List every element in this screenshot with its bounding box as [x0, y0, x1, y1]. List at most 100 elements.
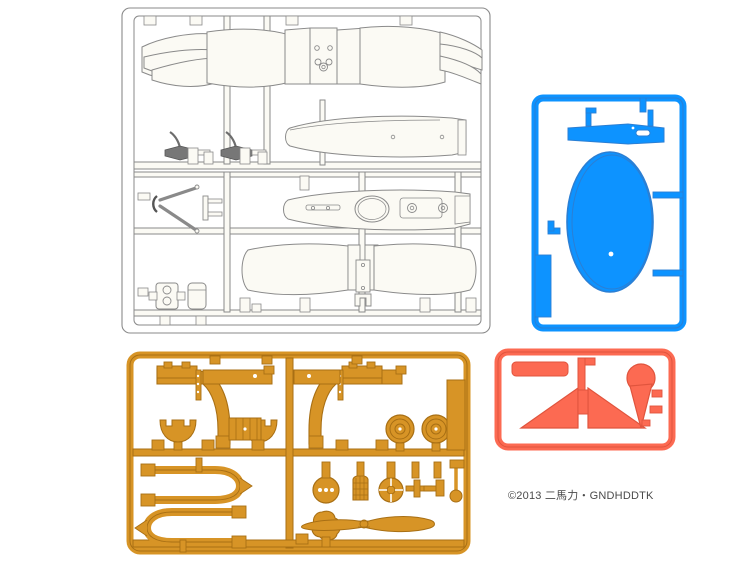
blue-tab-left-2 [547, 220, 555, 232]
gold-runner-horizontal-mid [132, 448, 465, 457]
white-sprue-outer-frame [121, 7, 491, 334]
blue-sprue-frame-outline [534, 97, 684, 329]
mesh-body [352, 474, 369, 501]
gold-beam-left-body [202, 369, 273, 385]
white-tab-10 [137, 287, 149, 297]
axle-a-stem [411, 461, 420, 479]
white-sprue-tabs [137, 15, 477, 326]
propeller-hub [359, 519, 369, 529]
fuselage-lower-port-1-inner [409, 205, 415, 211]
white-tab-16 [419, 297, 431, 313]
propeller-blade-right [359, 516, 435, 533]
cradle-a-stem [173, 441, 183, 451]
wheel-hub-center [386, 485, 396, 495]
u-strut-upper-sprue-tab [195, 457, 203, 473]
fuselage-upper-hole-2 [439, 134, 445, 140]
fuselage-lower-port-2-inner [440, 205, 446, 211]
mount-block-body [309, 27, 338, 85]
fuselage-lower-hole-2 [325, 205, 330, 210]
tailplane-left [519, 386, 579, 429]
sprue-white [121, 7, 491, 334]
blob-stem [321, 536, 331, 548]
fuselage-lower-port-1 [407, 203, 417, 213]
fuselage-upper-tail-tab [457, 119, 467, 156]
curved-bracket-left-nub-2 [181, 361, 191, 369]
spinner-cone-tab-2 [649, 405, 663, 414]
sprue-gold [126, 351, 471, 555]
u-strut-upper-body [152, 466, 245, 504]
oval-disc-inner-edge [571, 154, 653, 290]
white-runner-vertical-4 [358, 171, 366, 313]
white-tab-3 [285, 15, 299, 26]
center-fin-sprue-tab [584, 357, 596, 366]
mesh-stem [356, 461, 365, 477]
landing-gear-bracket [148, 282, 186, 310]
gold-tab-8 [351, 355, 363, 365]
curved-bracket-left [156, 361, 231, 449]
lever-part [449, 459, 465, 503]
gold-tab-9 [295, 533, 309, 545]
gold-beam-left-hole [253, 374, 257, 378]
sprue-blue [531, 94, 687, 332]
gold-beam-right-body [293, 369, 341, 385]
gold-sprue-tabs [151, 355, 389, 545]
white-tab-9 [137, 192, 151, 201]
curved-bracket-left-hole-2 [196, 382, 200, 386]
gold-beam-right-tab [395, 365, 407, 375]
mount-hole-1 [314, 45, 320, 51]
cradle-a-body [159, 419, 197, 443]
v-strut-arm-upper [158, 186, 198, 202]
gear-bracket-tab-right [176, 291, 186, 301]
wing-root-left [206, 28, 291, 88]
mount-hole-4 [325, 58, 333, 66]
gold-tab-1 [151, 439, 165, 451]
u-strut-upper-tip [239, 477, 253, 495]
rounded-bar-part [511, 361, 569, 377]
curved-bracket-left-foot [215, 435, 231, 449]
gold-beam-left [202, 365, 275, 385]
gear-bracket-hole-2 [162, 296, 172, 306]
curved-bracket-right-top [341, 365, 383, 379]
center-wing-mount-block [309, 27, 338, 85]
lower-wing-forked-tab [354, 293, 372, 307]
grille-hole [243, 427, 247, 431]
u-strut-upper [140, 457, 253, 507]
oval-disc-hole-left [599, 295, 605, 301]
v-strut-arm-lower [158, 204, 198, 232]
disc-vent-hole-3 [330, 488, 334, 492]
cradle-part-a [159, 419, 197, 451]
wing-feather-r3 [439, 55, 482, 85]
gold-tab-5 [375, 439, 389, 451]
blue-bar-slot [635, 129, 651, 137]
curved-bracket-left-hole-1 [196, 374, 200, 378]
gold-runner-vertical-center [285, 357, 294, 549]
u-strut-lower [134, 505, 247, 553]
spinner-cone-tab-1 [651, 389, 663, 398]
curved-bracket-left-top [156, 365, 198, 379]
cylinder-part [187, 282, 207, 310]
white-tab-8 [257, 151, 268, 165]
wheel-hub-part [378, 461, 404, 503]
wheel-hub-stem [386, 461, 396, 479]
upper-wing-assembly [141, 27, 311, 88]
cockpit-opening-inner [357, 198, 387, 220]
v-strut-hinge [152, 195, 158, 213]
v-strut-tab-1 [207, 198, 223, 204]
spinner-cone-tab-3 [641, 419, 651, 427]
wing-root-right [359, 25, 446, 88]
mesh-lines-h [353, 482, 368, 496]
lever-stem [449, 459, 465, 469]
blue-runner-left-block [534, 254, 552, 318]
fuselage-upper-panel-line [289, 119, 441, 131]
wheel-part-a [385, 414, 415, 452]
white-runner-horizontal-1 [133, 161, 482, 170]
gold-sprue-frame-outline [129, 354, 468, 552]
wheel-b-axle-hole [434, 427, 438, 431]
fuselage-upper-hole-1 [390, 134, 396, 140]
gold-beam-right [293, 365, 407, 385]
v-strut-end-1 [194, 184, 200, 190]
white-tab-11 [159, 315, 171, 326]
propeller-hub-lines [358, 520, 370, 528]
axle-part-a [405, 461, 433, 498]
